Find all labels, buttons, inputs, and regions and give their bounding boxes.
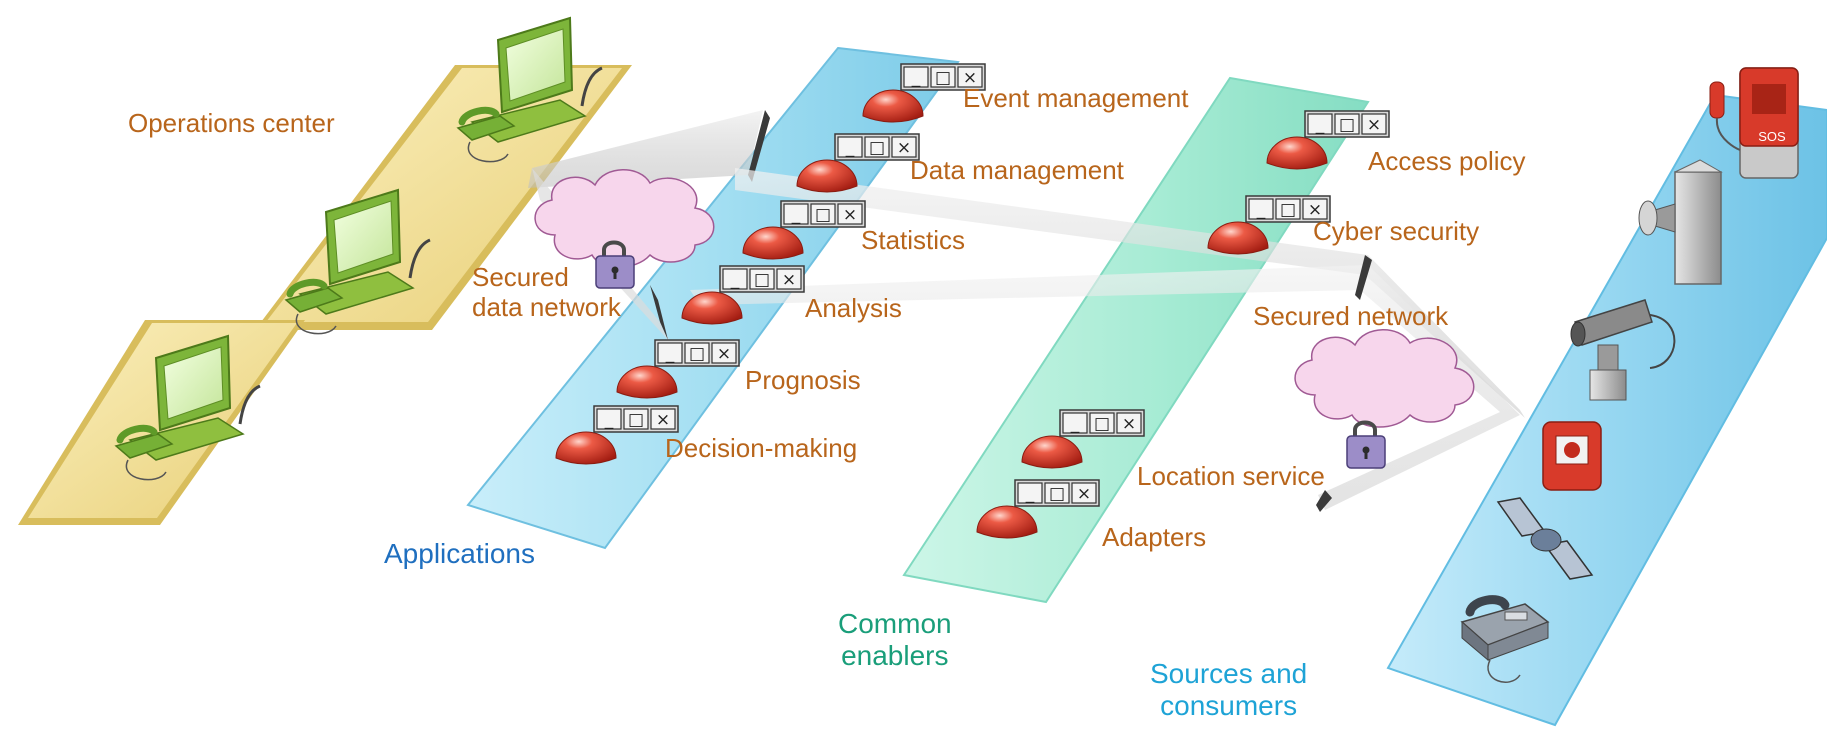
minimize-icon: _ xyxy=(911,68,921,88)
sources-devices: SOS xyxy=(1460,67,1799,683)
minimize-icon: _ xyxy=(1070,414,1080,434)
close-icon: × xyxy=(843,205,857,225)
window-controls-icon: _ □ × xyxy=(1014,479,1100,507)
app-dome-icon xyxy=(1266,136,1328,170)
application-modules: _ □ × _ □ × _ □ × _ □ × _ □ × _ □ × _ □ × _ □ × _ □ × _ □ × xyxy=(555,63,1390,539)
app-module: _ □ × xyxy=(742,200,866,260)
common-enablers-layer-label: Common enablers xyxy=(838,608,952,672)
enabler-label-access-policy: Access policy xyxy=(1368,146,1526,176)
workstation-icon xyxy=(456,16,603,163)
app-label-event-management: Event management xyxy=(963,83,1189,113)
minimize-icon: _ xyxy=(1256,200,1266,220)
sos-phone-icon: SOS xyxy=(1709,67,1799,179)
secured-network-label: Secured network xyxy=(1253,301,1449,331)
window-controls-icon: _ □ × xyxy=(719,265,805,293)
window-controls-icon: _ □ × xyxy=(1304,110,1390,138)
app-dome-icon xyxy=(1207,221,1269,255)
app-dome-icon xyxy=(1021,435,1083,469)
window-controls-icon: _ □ × xyxy=(780,200,866,228)
window-controls-icon: _ □ × xyxy=(654,339,740,367)
maximize-icon: □ xyxy=(815,205,831,225)
app-dome-icon xyxy=(796,159,858,193)
sources-consumers-label-line1: Sources and xyxy=(1150,658,1308,689)
sources-consumers-layer-label: Sources and consumers xyxy=(1150,658,1307,722)
app-dome-icon xyxy=(862,89,924,123)
maximize-icon: □ xyxy=(935,68,951,88)
app-module: _ □ × xyxy=(796,133,920,193)
minimize-icon: _ xyxy=(665,344,675,364)
close-icon: × xyxy=(963,68,977,88)
secured-data-network-label-line1: Secured xyxy=(472,262,569,292)
operations-center-label: Operations center xyxy=(128,108,335,138)
close-icon: × xyxy=(1122,414,1136,434)
maximize-icon: □ xyxy=(754,270,770,290)
common-enablers-label-line1: Common xyxy=(838,608,952,639)
loudspeaker-icon xyxy=(1638,159,1723,285)
enabler-label-location-service: Location service xyxy=(1137,461,1325,491)
padlock-icon xyxy=(595,240,635,289)
app-module: _ □ × xyxy=(1207,195,1331,255)
close-icon: × xyxy=(1308,200,1322,220)
sources-consumers-label-line2: consumers xyxy=(1160,690,1298,722)
app-dome-icon xyxy=(976,505,1038,539)
secured-network-cloud xyxy=(1294,329,1475,428)
app-dome-icon xyxy=(555,431,617,465)
close-icon: × xyxy=(1077,484,1091,504)
app-dome-icon xyxy=(742,226,804,260)
camera-icon xyxy=(1570,299,1676,401)
app-module: _ □ × xyxy=(681,265,805,325)
minimize-icon: _ xyxy=(845,138,855,158)
common-enablers-label-line2: enablers xyxy=(841,640,949,672)
window-controls-icon: _ □ × xyxy=(1245,195,1331,223)
minimize-icon: _ xyxy=(1315,115,1325,135)
minimize-icon: _ xyxy=(1025,484,1035,504)
app-label-analysis: Analysis xyxy=(805,293,902,323)
app-label-statistics: Statistics xyxy=(861,225,966,255)
close-icon: × xyxy=(1367,115,1381,135)
minimize-icon: _ xyxy=(604,410,614,430)
telephone-icon xyxy=(1460,595,1550,683)
workstation-icon xyxy=(114,334,261,481)
enabler-label-cyber-security: Cyber security xyxy=(1313,216,1480,246)
app-dome-icon xyxy=(616,365,678,399)
close-icon: × xyxy=(782,270,796,290)
app-module: _ □ × xyxy=(862,63,986,123)
app-label-prognosis: Prognosis xyxy=(745,365,861,395)
maximize-icon: □ xyxy=(1049,484,1065,504)
window-controls-icon: _ □ × xyxy=(900,63,986,91)
minimize-icon: _ xyxy=(730,270,740,290)
maximize-icon: □ xyxy=(1339,115,1355,135)
workstation-icon xyxy=(284,188,431,335)
window-controls-icon: _ □ × xyxy=(834,133,920,161)
enabler-label-adapters: Adapters xyxy=(1102,522,1207,552)
secured-data-network-label-line2: data network xyxy=(472,291,621,322)
maximize-icon: □ xyxy=(628,410,644,430)
maximize-icon: □ xyxy=(869,138,885,158)
app-label-data-management: Data management xyxy=(910,155,1124,185)
satellite-icon xyxy=(1496,497,1594,580)
padlock-icon xyxy=(1346,420,1386,469)
close-icon: × xyxy=(897,138,911,158)
app-module: _ □ × xyxy=(976,479,1100,539)
maximize-icon: □ xyxy=(1280,200,1296,220)
maximize-icon: □ xyxy=(1094,414,1110,434)
secured-data-network-label: Secured data network xyxy=(472,262,621,323)
app-module: _ □ × xyxy=(555,405,679,465)
app-module: _ □ × xyxy=(1021,409,1145,469)
fire-alarm-icon xyxy=(1542,421,1602,491)
applications-layer-label: Applications xyxy=(384,538,535,569)
minimize-icon: _ xyxy=(791,205,801,225)
app-module: _ □ × xyxy=(616,339,740,399)
close-icon: × xyxy=(656,410,670,430)
workstations xyxy=(114,16,603,481)
sos-label: SOS xyxy=(1758,129,1786,144)
app-label-decision-making: Decision-making xyxy=(665,433,858,463)
app-module: _ □ × xyxy=(1266,110,1390,170)
window-controls-icon: _ □ × xyxy=(593,405,679,433)
app-dome-icon xyxy=(681,291,743,325)
window-controls-icon: _ □ × xyxy=(1059,409,1145,437)
close-icon: × xyxy=(717,344,731,364)
maximize-icon: □ xyxy=(689,344,705,364)
